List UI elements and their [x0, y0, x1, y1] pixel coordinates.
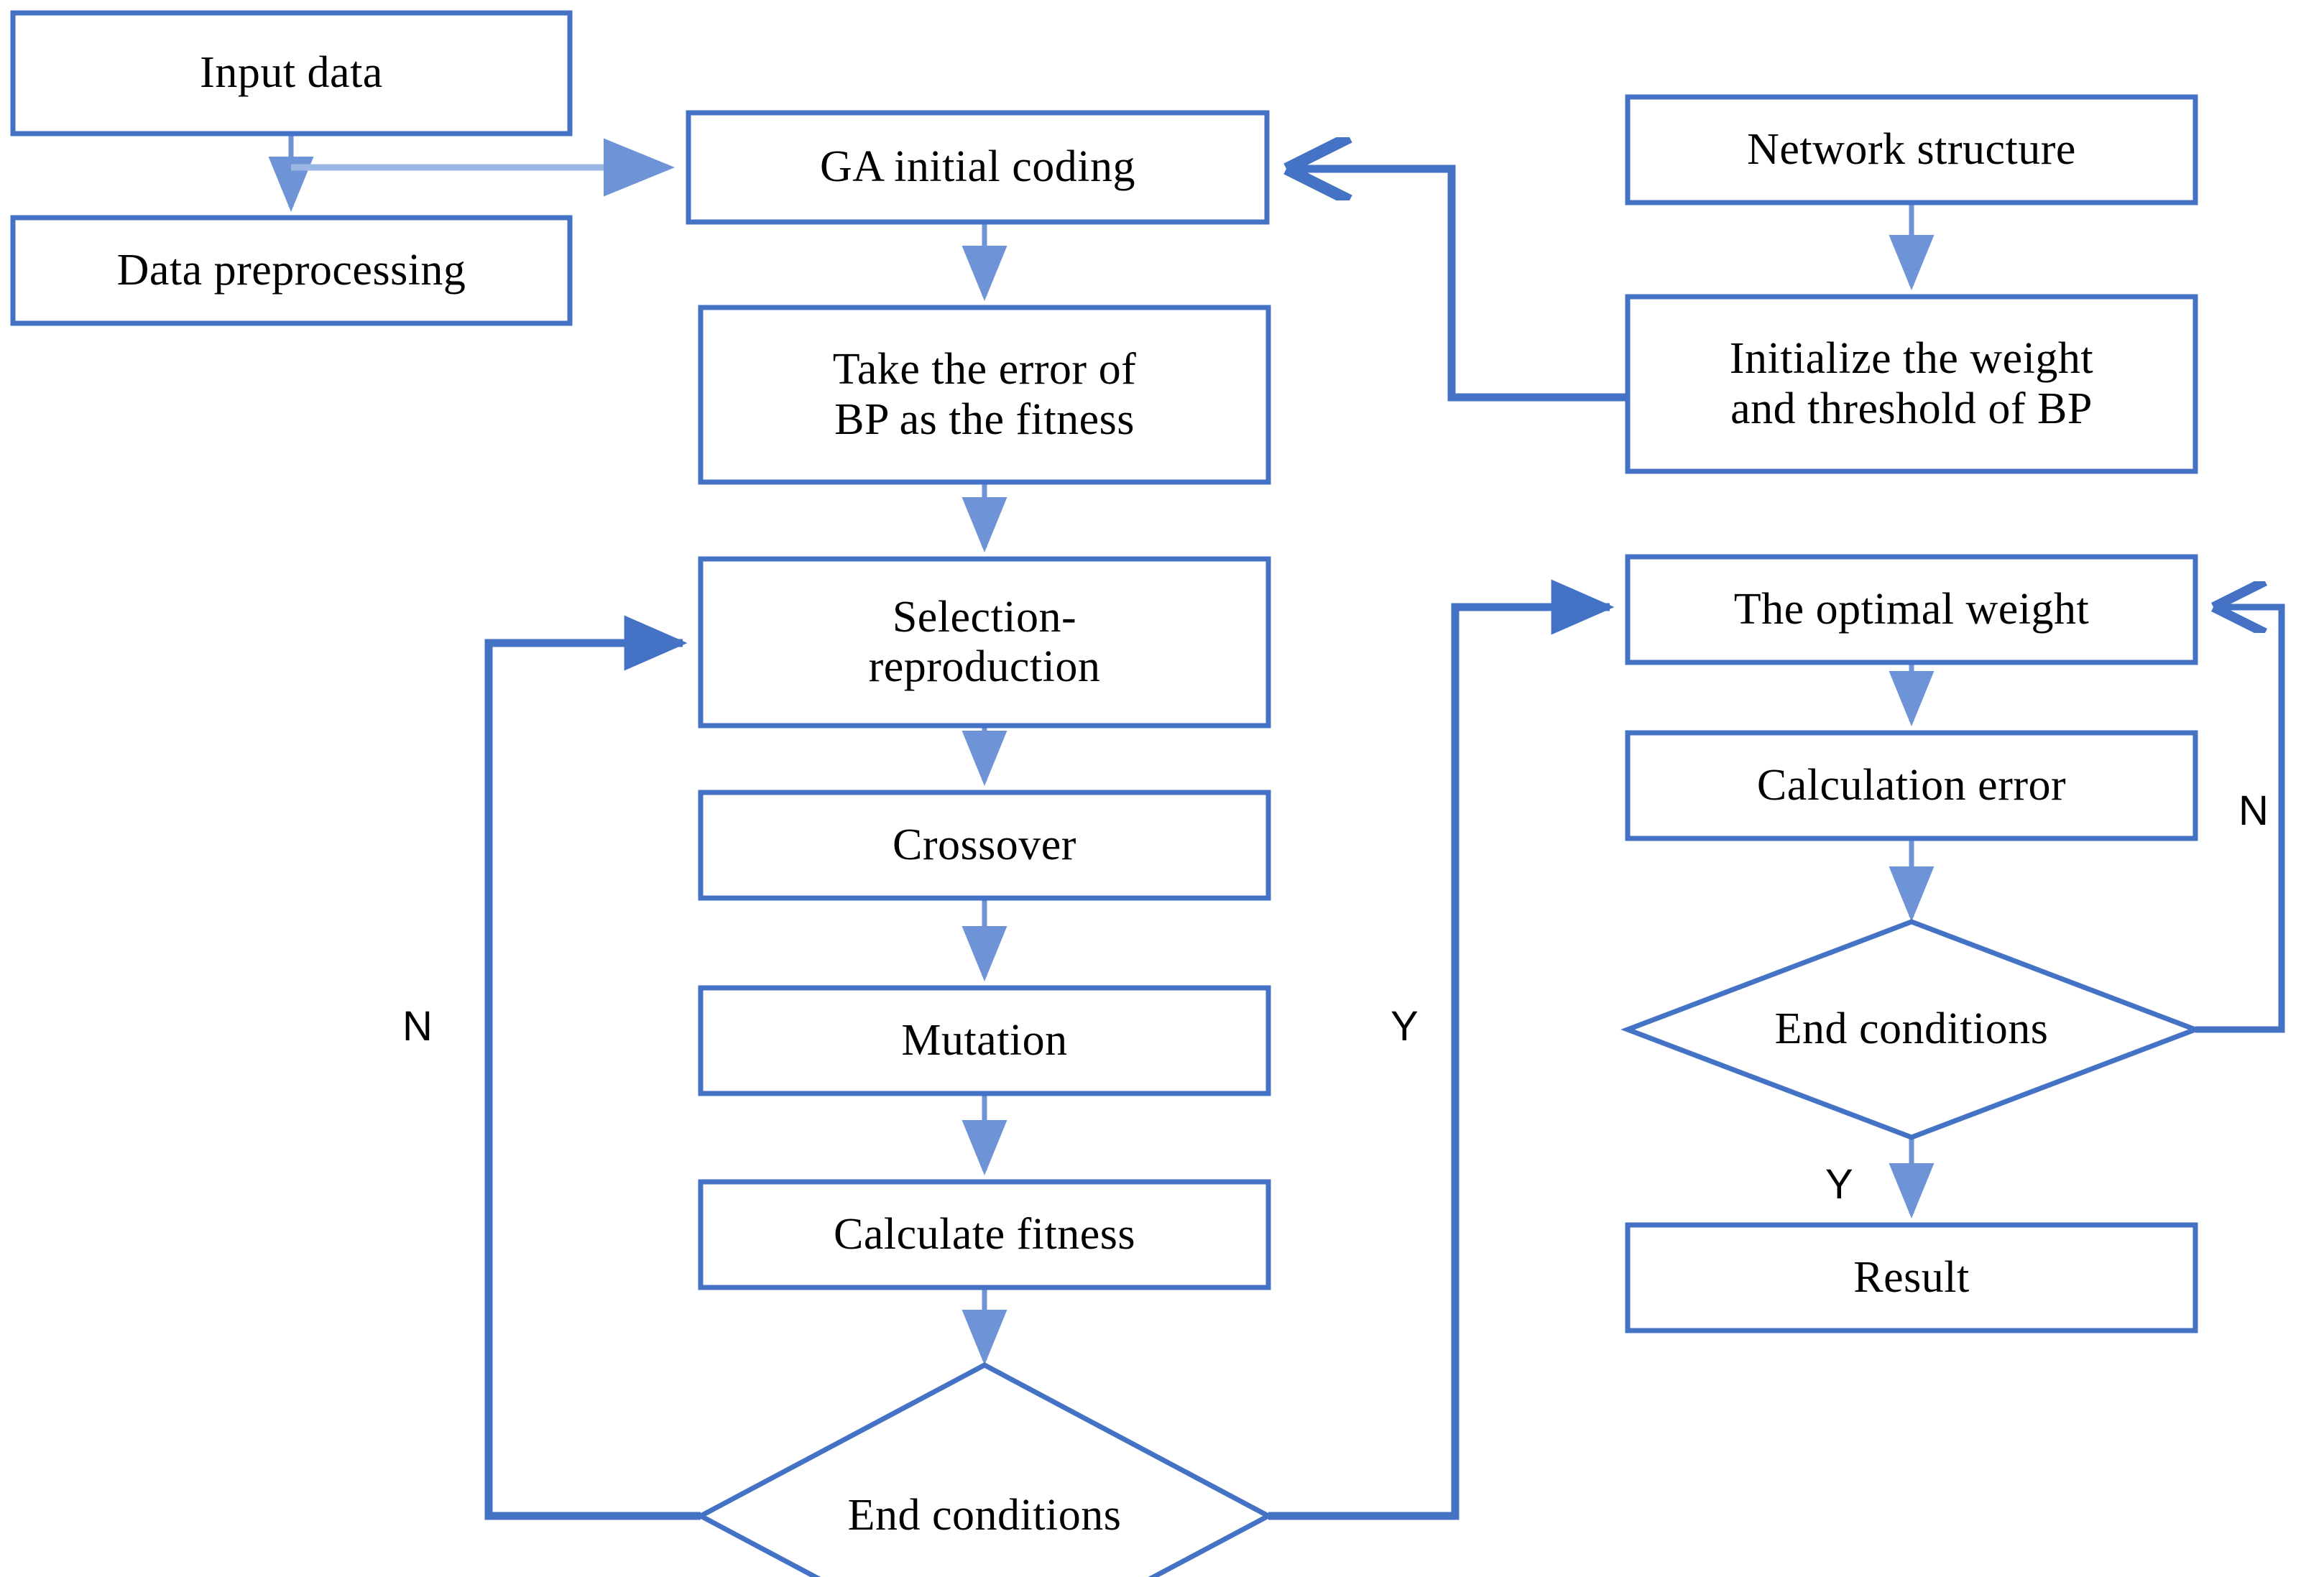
- edge-bp-end-no-to-optimal-weight: [2195, 607, 2285, 1033]
- node-optimal-weight[interactable]: [1625, 554, 2198, 665]
- node-selection-reproduction[interactable]: [698, 556, 1271, 729]
- edge-initialize-to-ga-coding: [1286, 169, 1628, 402]
- node-data-preprocessing[interactable]: [10, 215, 573, 326]
- node-take-error-bp[interactable]: [698, 305, 1271, 485]
- node-end-conditions-ga[interactable]: [695, 1362, 1274, 1577]
- edge-ga-end-no-to-selection: [484, 615, 701, 1520]
- node-end-conditions-bp[interactable]: [1620, 919, 2203, 1140]
- node-result[interactable]: [1625, 1222, 2198, 1333]
- node-mutation[interactable]: [698, 985, 1271, 1096]
- node-calculation-error[interactable]: [1625, 730, 2198, 841]
- node-ga-initial-coding[interactable]: [686, 110, 1270, 225]
- edge-ga-end-yes-to-optimal-weight: [1268, 579, 1615, 1520]
- node-network-structure[interactable]: [1625, 94, 2198, 205]
- node-initialize-weight[interactable]: [1625, 294, 2198, 474]
- node-crossover[interactable]: [698, 790, 1271, 901]
- node-input-data[interactable]: [10, 10, 573, 137]
- node-calculate-fitness[interactable]: [698, 1179, 1271, 1290]
